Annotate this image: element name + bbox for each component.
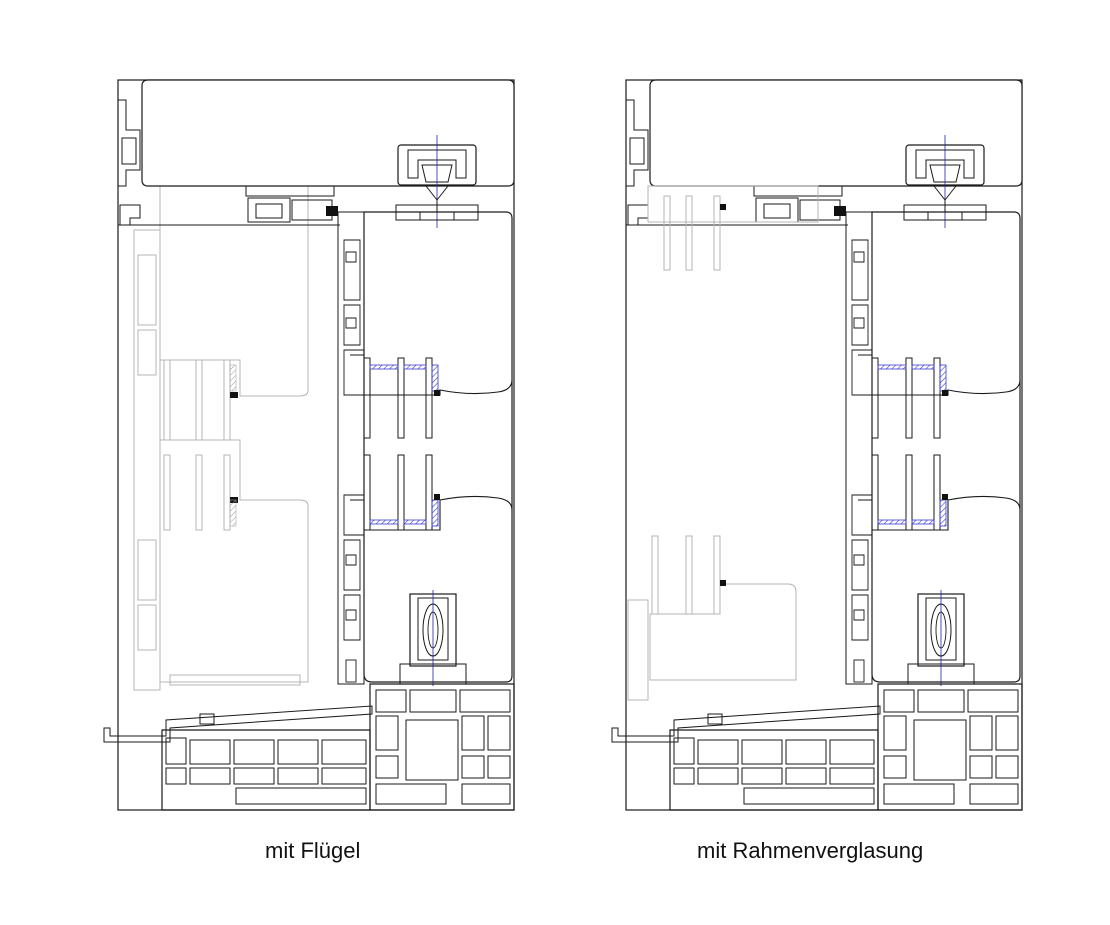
right-section-profile	[611, 79, 1023, 811]
caption-with-frame-glazing: mit Rahmenverglasung	[697, 838, 924, 863]
ghost-sash-outline	[133, 185, 309, 691]
section-with-sash	[103, 79, 515, 811]
caption-with-sash: mit Flügel	[265, 838, 361, 863]
section-with-frame-glazing	[611, 79, 1023, 811]
left-section-profile	[103, 79, 515, 811]
